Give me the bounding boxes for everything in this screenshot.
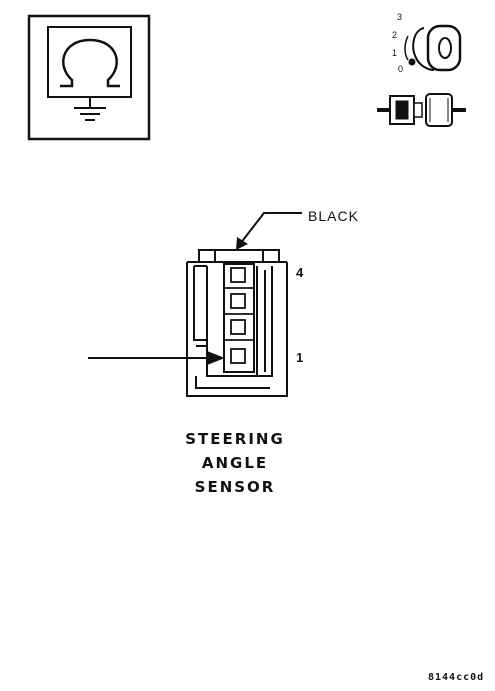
- pin-bottom-number: 1: [296, 350, 304, 365]
- cavity-1: [230, 348, 246, 364]
- component-title-line-1: STEERING: [185, 430, 285, 448]
- ignition-position-3: 3: [397, 12, 403, 22]
- black-callout-arrowhead: [236, 237, 248, 250]
- connector-plug-icon: [377, 93, 466, 127]
- pin-1-pointer-arrowhead: [207, 351, 225, 365]
- pin-top-number: 4: [296, 265, 304, 280]
- component-title-line-3: SENSOR: [194, 478, 276, 496]
- ignition-switch-icon: [404, 24, 462, 72]
- cavity-2: [224, 319, 254, 341]
- black-callout-line: [239, 212, 302, 245]
- ignition-position-0: 0: [398, 64, 404, 74]
- cavity-column: [223, 263, 255, 373]
- figure-code: 8144cc0d: [428, 672, 485, 683]
- wire-color-label: BLACK: [308, 208, 359, 224]
- cavity-4: [224, 267, 254, 289]
- cavity-3: [224, 293, 254, 315]
- component-title-line-2: ANGLE: [201, 454, 269, 472]
- ignition-position-2: 2: [392, 30, 398, 40]
- ignition-position-1: 1: [392, 48, 398, 58]
- ohmmeter-icon: [27, 14, 151, 141]
